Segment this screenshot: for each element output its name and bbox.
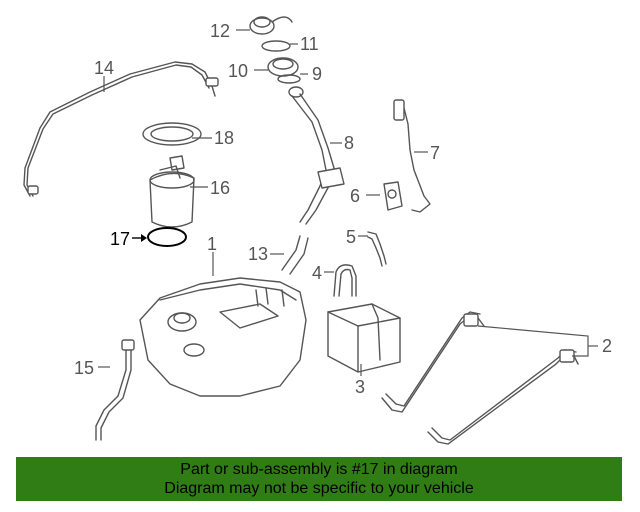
part-16-fuel-pump-assembly: 16 xyxy=(149,155,230,228)
part-15-tube: 15 xyxy=(74,339,135,441)
callout-7: 7 xyxy=(430,143,440,163)
callout-14: 14 xyxy=(94,58,114,78)
callout-5: 5 xyxy=(346,227,356,247)
part-4-hose: 4 xyxy=(312,263,357,297)
callout-13: 13 xyxy=(248,244,268,264)
part-9-seal: 9 xyxy=(277,64,322,84)
callout-11: 11 xyxy=(300,34,319,54)
callout-12: 12 xyxy=(210,21,230,41)
callout-10: 10 xyxy=(228,61,248,81)
callout-4: 4 xyxy=(312,263,322,283)
callout-3: 3 xyxy=(355,377,365,397)
part-17-o-ring: 17 xyxy=(110,227,187,249)
part-18-fuel-pump-ring: 18 xyxy=(142,122,234,148)
callout-17: 17 xyxy=(110,229,130,249)
part-1-fuel-tank: 1 xyxy=(139,234,307,397)
callout-18: 18 xyxy=(214,128,234,148)
callout-8: 8 xyxy=(344,133,354,153)
part-7-vent-hose: 7 xyxy=(393,99,440,213)
part-6-valve: 6 xyxy=(350,181,403,211)
part-3-charcoal-canister: 3 xyxy=(327,303,401,397)
part-11-gasket: 11 xyxy=(261,34,319,54)
part-8-filler-neck: 8 xyxy=(288,86,354,225)
part-5-hose: 5 xyxy=(346,227,387,267)
banner-line-1: Part or sub-assembly is #17 in diagram xyxy=(180,461,458,478)
callout-2: 2 xyxy=(602,336,612,356)
info-banner: Part or sub-assembly is #17 in diagram D… xyxy=(16,457,622,501)
part-12-fuel-cap: 12 xyxy=(210,16,293,41)
part-2-tank-straps: 2 xyxy=(381,311,612,445)
callout-1: 1 xyxy=(207,234,217,254)
callout-15: 15 xyxy=(74,358,94,378)
callout-6: 6 xyxy=(350,186,360,206)
part-13-hose: 13 xyxy=(248,235,309,275)
part-14-fuel-tube: 14 xyxy=(23,58,219,197)
part-10-filler-housing: 10 xyxy=(228,57,299,81)
callout-9: 9 xyxy=(312,64,322,84)
callout-16: 16 xyxy=(210,178,230,198)
banner-line-2: Diagram may not be specific to your vehi… xyxy=(164,480,474,497)
